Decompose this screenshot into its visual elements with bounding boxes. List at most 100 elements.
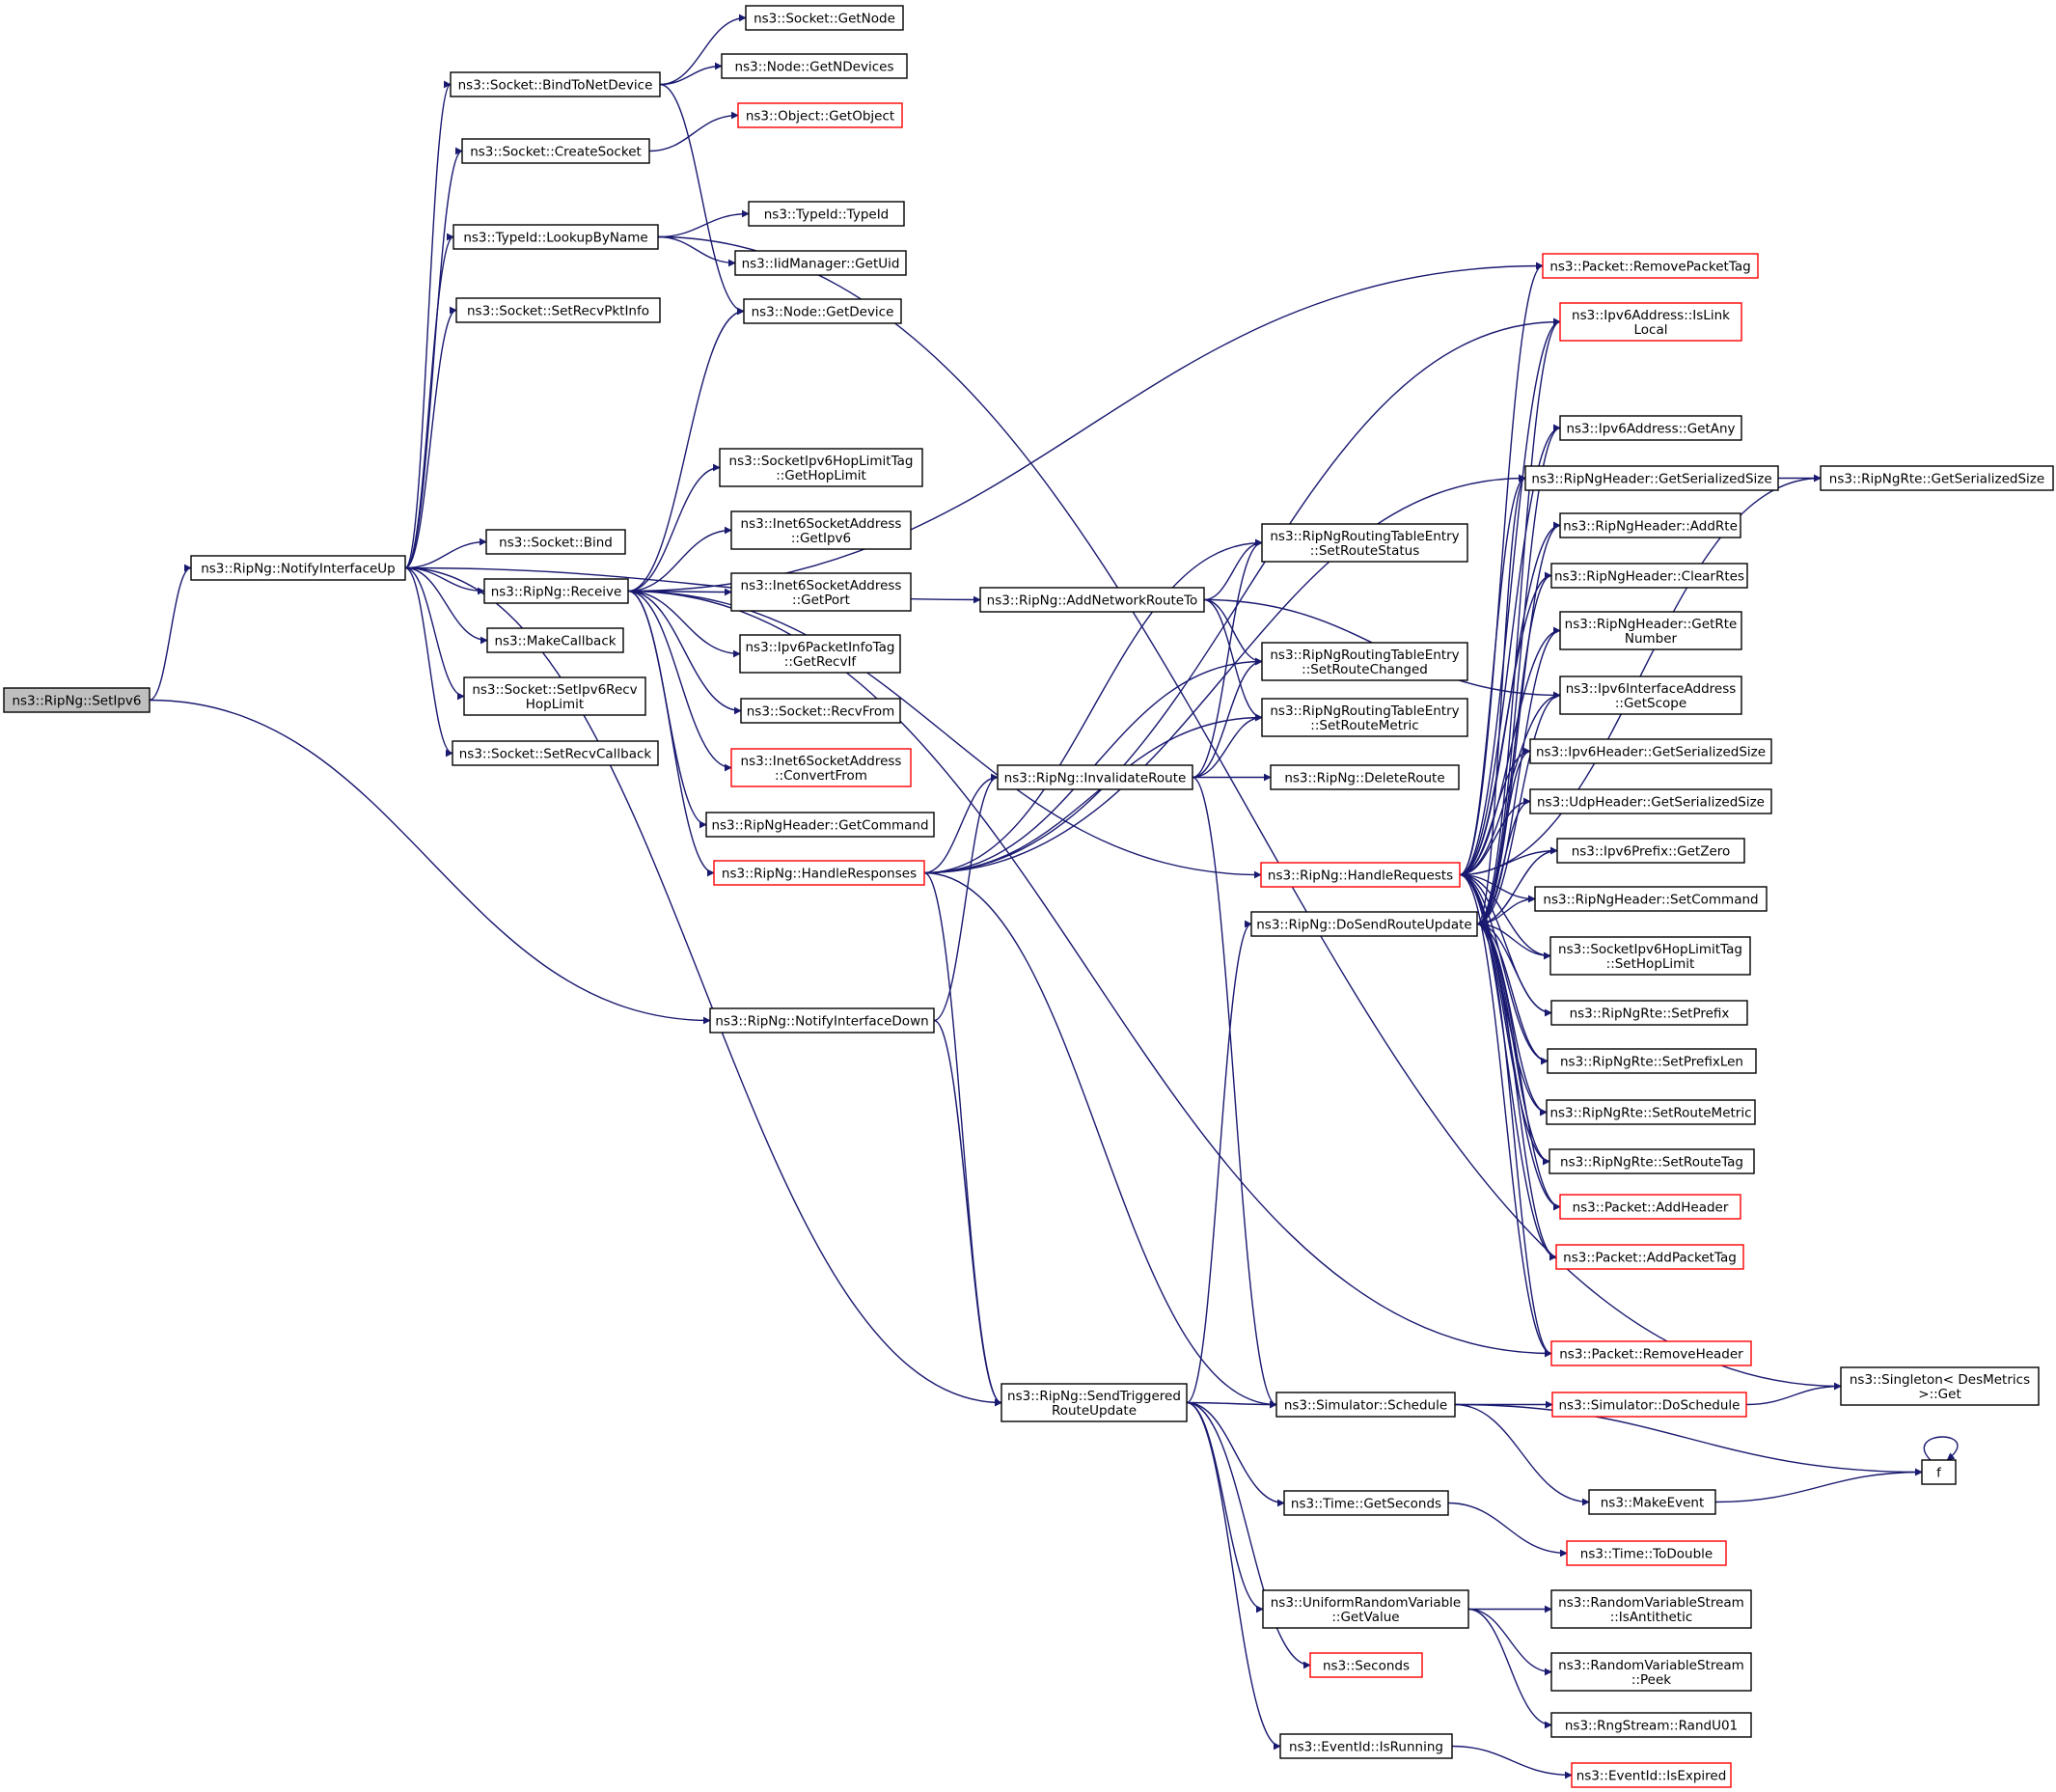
node-todouble[interactable]: ns3::Time::ToDouble (1566, 1540, 1727, 1566)
node-randu01[interactable]: ns3::RngStream::RandU01 (1550, 1712, 1752, 1738)
node-handlerequests[interactable]: ns3::RipNg::HandleRequests (1260, 862, 1461, 888)
node-bindtonet[interactable]: ns3::Socket::BindToNetDevice (450, 71, 661, 97)
node-getany[interactable]: ns3::Ipv6Address::GetAny (1559, 415, 1742, 441)
node-lookup[interactable]: ns3::TypeId::LookupByName (452, 224, 659, 250)
node-label: Local (1634, 322, 1668, 338)
node-getdevice[interactable]: ns3::Node::GetDevice (743, 298, 902, 324)
node-gethoplimit[interactable]: ns3::SocketIpv6HopLimitTag::GetHopLimit (719, 448, 923, 487)
node-bind[interactable]: ns3::Socket::Bind (485, 529, 626, 555)
node-hdrgetsersize[interactable]: ns3::RipNgHeader::GetSerializedSize (1524, 465, 1779, 491)
node-box (1559, 302, 1742, 342)
edge-dosend-udphdrsize (1476, 797, 1531, 925)
edge-dosend-islinklocal (1476, 317, 1561, 925)
node-label: ns3::Ipv6Prefix::GetZero (1572, 844, 1731, 860)
node-rtegetsersize[interactable]: ns3::RipNgRte::GetSerializedSize (1820, 465, 2054, 491)
node-label: ns3::RipNg::SetIpv6 (12, 694, 141, 709)
node-getrecvif[interactable]: ns3::Ipv6PacketInfoTag::GetRecvIf (739, 634, 901, 674)
node-label: ns3::RandomVariableStream (1558, 1658, 1744, 1673)
edge-dosend-setprefix (1476, 923, 1552, 1017)
node-label: ns3::RipNgHeader::SetCommand (1543, 893, 1758, 908)
node-setrecvpkt[interactable]: ns3::Socket::SetRecvPktInfo (455, 297, 661, 323)
node-isexpired[interactable]: ns3::EventId::IsExpired (1571, 1762, 1732, 1788)
node-removepackettag[interactable]: ns3::Packet::RemovePacketTag (1542, 253, 1759, 279)
node-box (1546, 1099, 1756, 1125)
node-setcommand[interactable]: ns3::RipNgHeader::SetCommand (1534, 886, 1768, 912)
node-seconds[interactable]: ns3::Seconds (1309, 1652, 1423, 1678)
node-label: ::GetValue (1331, 1610, 1399, 1625)
node-getuid[interactable]: ns3::IidManager::GetUid (734, 250, 907, 276)
node-label: ns3::SocketIpv6HopLimitTag (1558, 942, 1742, 957)
node-label: ns3::RipNg::SendTriggered (1007, 1389, 1181, 1404)
edge-handlerequests-udphdrsize (1459, 797, 1531, 876)
node-setprefix[interactable]: ns3::RipNgRte::SetPrefix (1550, 1000, 1748, 1026)
node-setroutechanged[interactable]: ns3::RipNgRoutingTableEntry::SetRouteCha… (1261, 642, 1468, 681)
node-singleton[interactable]: ns3::Singleton< DesMetrics>::Get (1840, 1366, 2040, 1406)
node-getndevices[interactable]: ns3::Node::GetNDevices (721, 53, 908, 79)
node-udphdrsize[interactable]: ns3::UdpHeader::GetSerializedSize (1529, 788, 1772, 814)
node-handleresponses[interactable]: ns3::RipNg::HandleResponses (713, 860, 925, 886)
node-getport[interactable]: ns3::Inet6SocketAddress::GetPort (730, 572, 912, 612)
node-rtesetmetric[interactable]: ns3::RipNgRte::SetRouteMetric (1546, 1099, 1756, 1125)
edge-receive-removepackettag (627, 262, 1544, 593)
node-label: ns3::Socket::CreateSocket (470, 145, 642, 160)
node-setroutestatus[interactable]: ns3::RipNgRoutingTableEntry::SetRouteSta… (1261, 523, 1468, 563)
node-makeevent[interactable]: ns3::MakeEvent (1588, 1489, 1716, 1515)
node-notifyup[interactable]: ns3::RipNg::NotifyInterfaceUp (190, 555, 406, 581)
node-sethoplimit[interactable]: ns3::SocketIpv6HopLimitTag::SetHopLimit (1549, 936, 1751, 976)
node-box (1547, 1048, 1757, 1074)
node-clearrtes[interactable]: ns3::RipNgHeader::ClearRtes (1550, 563, 1748, 589)
node-dosend[interactable]: ns3::RipNg::DoSendRouteUpdate (1250, 911, 1478, 937)
node-recvfrom[interactable]: ns3::Socket::RecvFrom (740, 698, 901, 724)
node-notifydown[interactable]: ns3::RipNg::NotifyInterfaceDown (709, 1007, 935, 1034)
node-createsocket[interactable]: ns3::Socket::CreateSocket (461, 138, 650, 164)
node-getcommand[interactable]: ns3::RipNgHeader::GetCommand (705, 812, 935, 838)
node-box (1001, 1383, 1188, 1422)
node-getobject[interactable]: ns3::Object::GetObject (737, 102, 903, 128)
node-getscope[interactable]: ns3::Ipv6InterfaceAddress::GetScope (1559, 675, 1742, 715)
node-label: ns3::Packet::RemovePacketTag (1549, 260, 1750, 275)
node-addnetroute[interactable]: ns3::RipNg::AddNetworkRouteTo (979, 587, 1205, 613)
node-addrte[interactable]: ns3::RipNgHeader::AddRte (1559, 512, 1741, 538)
edge-dosend-addheader (1476, 923, 1561, 1211)
node-addpackettag[interactable]: ns3::Packet::AddPacketTag (1555, 1244, 1744, 1270)
node-addheader[interactable]: ns3::Packet::AddHeader (1559, 1194, 1741, 1220)
node-typeid[interactable]: ns3::TypeId::TypeId (748, 201, 905, 227)
node-invalidate[interactable]: ns3::RipNg::InvalidateRoute (997, 764, 1193, 790)
edge-handleresponses-islinklocal (923, 317, 1561, 874)
edge-handlerequests-setroutetag (1459, 873, 1550, 1166)
node-doschedule[interactable]: ns3::Simulator::DoSchedule (1551, 1392, 1747, 1418)
node-label: ns3::Socket::GetNode (754, 12, 895, 27)
node-getzero[interactable]: ns3::Ipv6Prefix::GetZero (1556, 838, 1745, 864)
node-removeheader[interactable]: ns3::Packet::RemoveHeader (1550, 1340, 1752, 1366)
node-getnode[interactable]: ns3::Socket::GetNode (745, 5, 904, 31)
node-label: ns3::RipNg::DeleteRoute (1284, 771, 1444, 786)
node-f[interactable]: f (1921, 1459, 1957, 1485)
edge-handlerequests-ipv6hdrsize (1459, 747, 1531, 876)
node-setipv6[interactable]: ns3::RipNg::SetIpv6 (3, 687, 151, 713)
node-makecallback[interactable]: ns3::MakeCallback (486, 627, 624, 653)
node-setroutemetric_e[interactable]: ns3::RipNgRoutingTableEntry::SetRouteMet… (1261, 698, 1468, 737)
node-setprefixlen[interactable]: ns3::RipNgRte::SetPrefixLen (1547, 1048, 1757, 1074)
node-setroutetag[interactable]: ns3::RipNgRte::SetRouteTag (1549, 1148, 1755, 1174)
node-label: ns3::RipNgHeader::GetCommand (711, 818, 928, 834)
node-setrecvcb[interactable]: ns3::Socket::SetRecvCallback (452, 740, 659, 766)
node-convertfrom[interactable]: ns3::Inet6SocketAddress::ConvertFrom (730, 748, 912, 787)
node-ipv6hdrsize[interactable]: ns3::Ipv6Header::GetSerializedSize (1529, 738, 1772, 764)
edge-handleresponses-schedule (923, 871, 1277, 1409)
node-receive[interactable]: ns3::RipNg::Receive (483, 578, 629, 604)
node-schedule[interactable]: ns3::Simulator::Schedule (1275, 1392, 1456, 1418)
node-isrunning[interactable]: ns3::EventId::IsRunning (1279, 1733, 1453, 1759)
node-deleteroute[interactable]: ns3::RipNg::DeleteRoute (1270, 764, 1460, 790)
node-getipv6[interactable]: ns3::Inet6SocketAddress::GetIpv6 (730, 510, 912, 550)
node-peek[interactable]: ns3::RandomVariableStream::Peek (1550, 1652, 1752, 1692)
node-box (1524, 465, 1779, 491)
node-getseconds[interactable]: ns3::Time::GetSeconds (1283, 1490, 1449, 1516)
node-label: RouteUpdate (1052, 1403, 1137, 1419)
node-isantithetic[interactable]: ns3::RandomVariableStream::IsAntithetic (1550, 1589, 1752, 1629)
node-urvgetvalue[interactable]: ns3::UniformRandomVariable::GetValue (1262, 1589, 1469, 1629)
node-box (1559, 675, 1742, 715)
